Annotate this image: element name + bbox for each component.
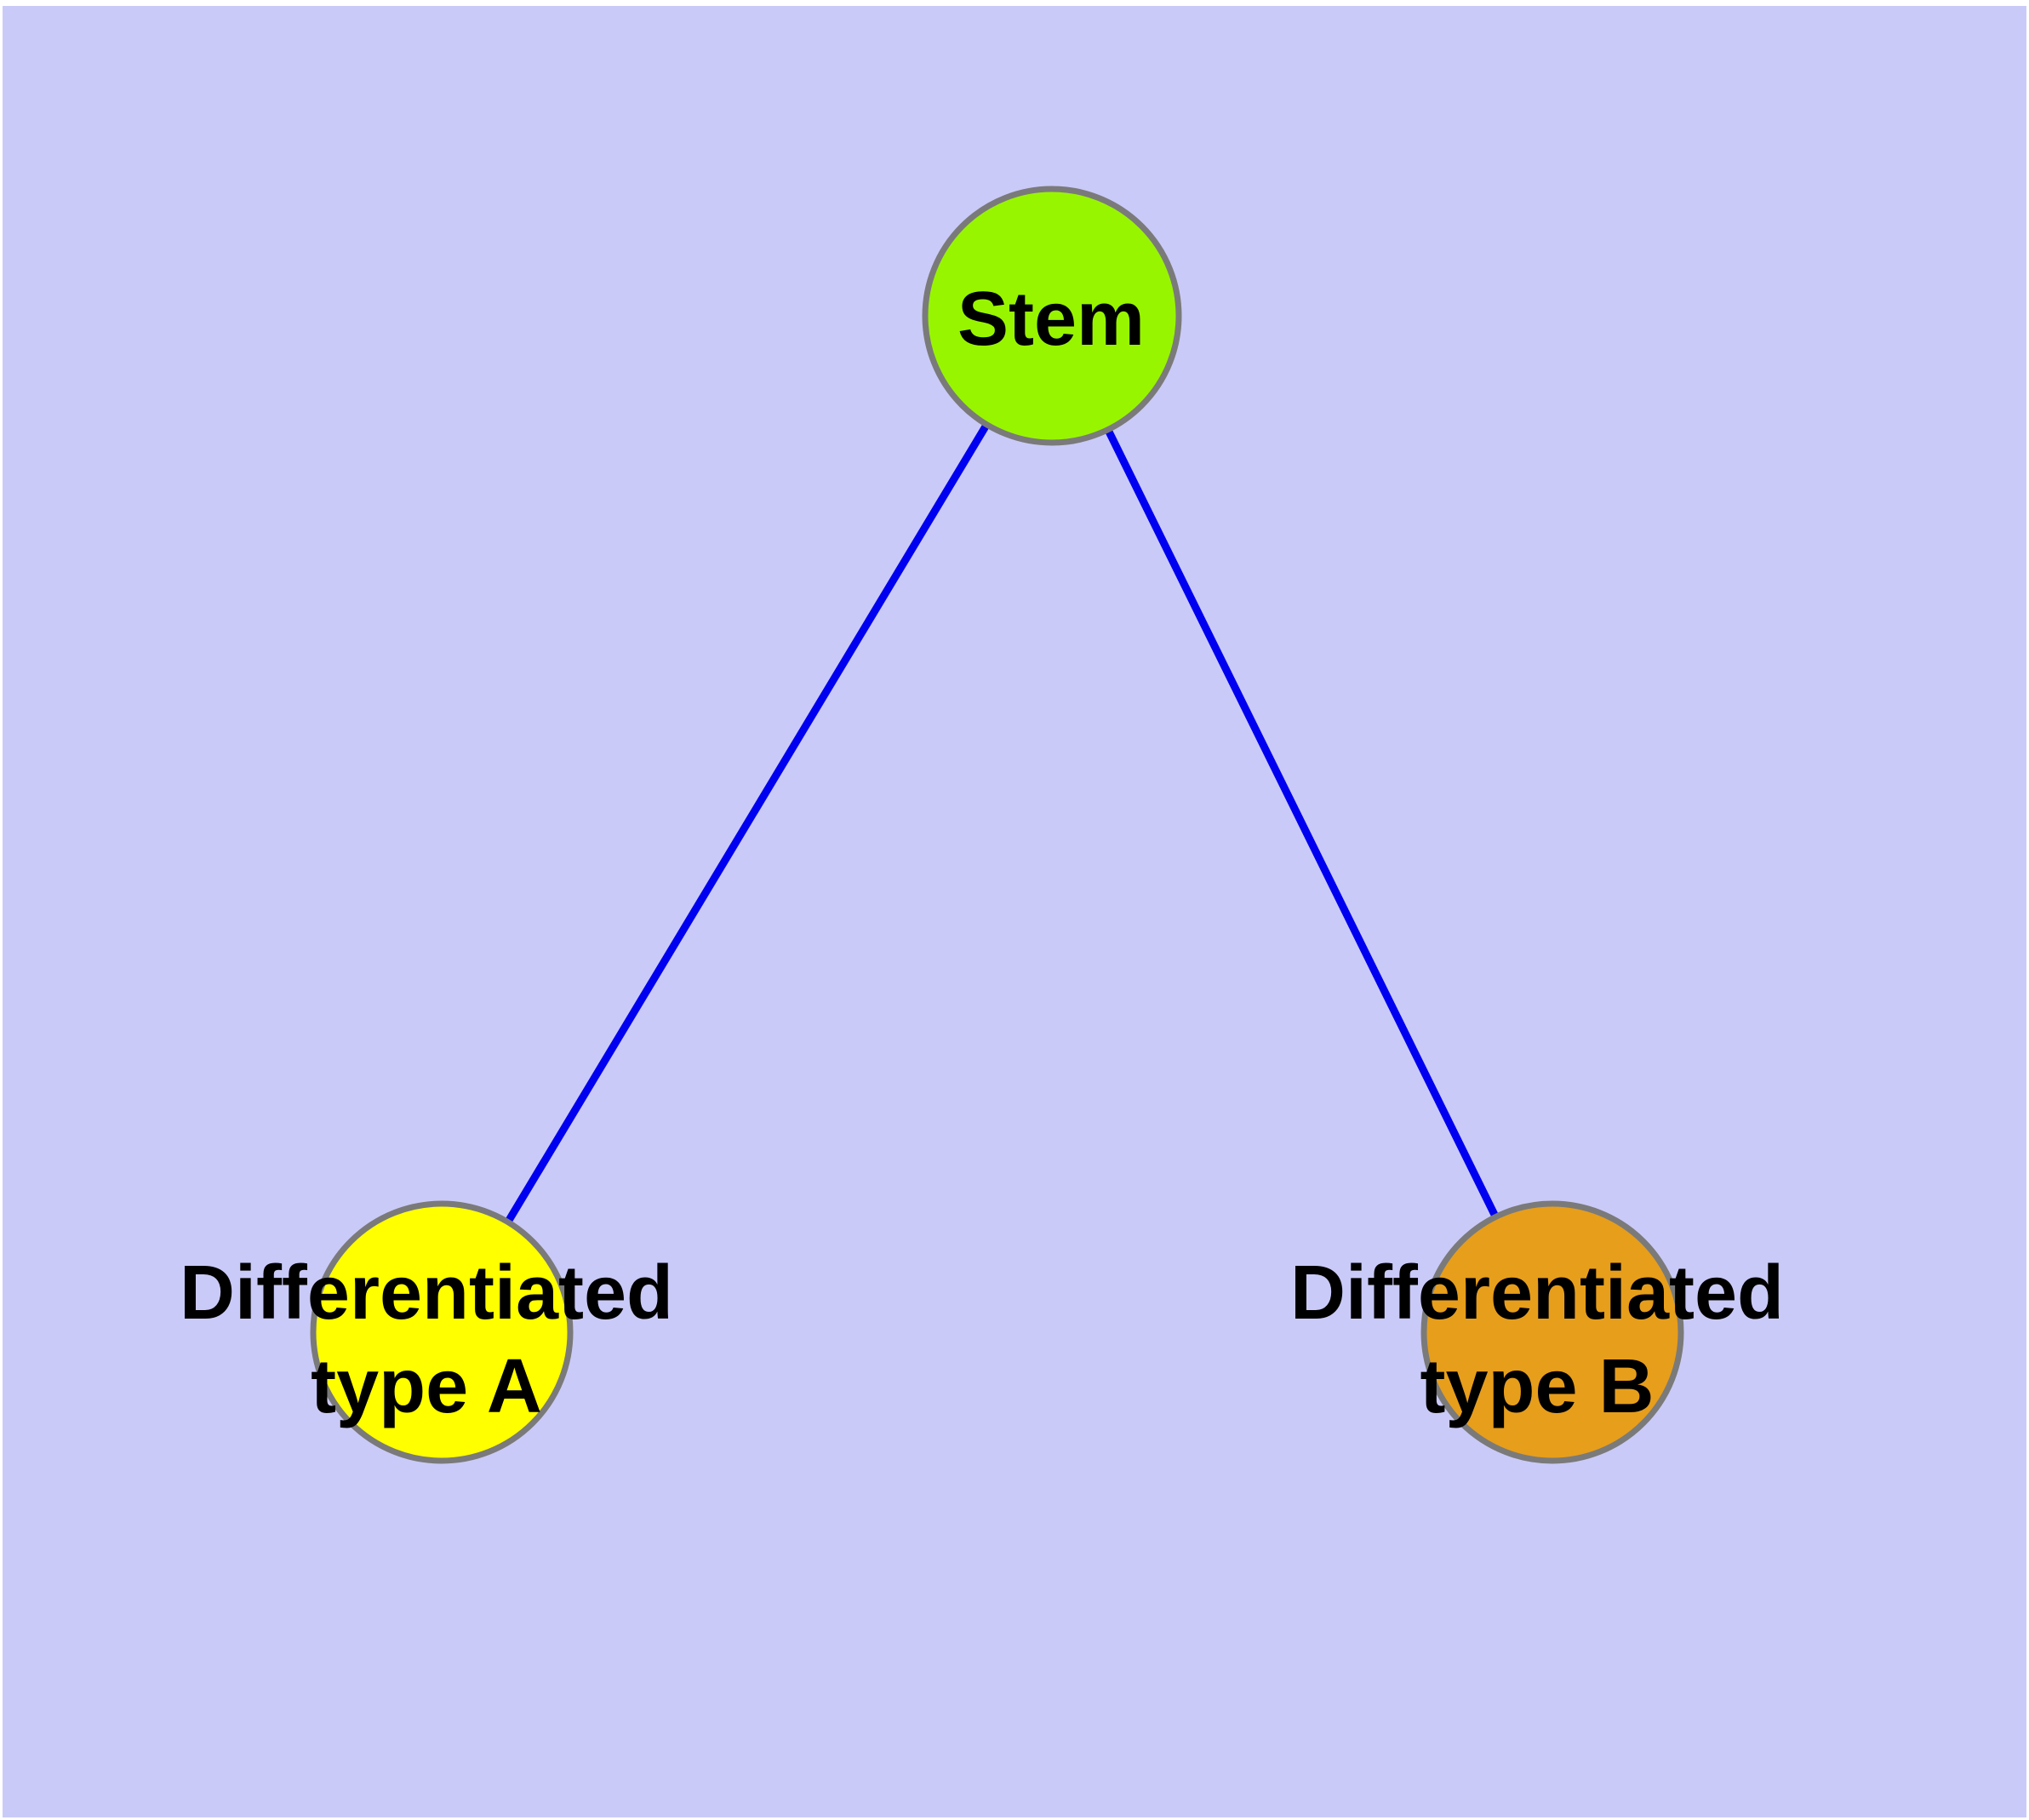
node-stem-circle (922, 186, 1182, 446)
node-differentiated-type-a: Differentiated type A (180, 1200, 673, 1464)
edge-stem-to-type-b (1048, 314, 1557, 1334)
node-differentiated-type-b-label-line1: Differentiated (1290, 1251, 1784, 1336)
node-stem: Stem (922, 186, 1182, 446)
node-differentiated-type-a-label-line2: type A (311, 1344, 542, 1429)
node-differentiated-type-a-circle (310, 1200, 574, 1464)
node-stem-label: Stem (957, 277, 1145, 362)
edge-stem-to-type-a (438, 313, 1055, 1335)
node-differentiated-type-a-label-line1: Differentiated (180, 1251, 673, 1336)
node-differentiated-type-b-circle (1420, 1200, 1684, 1464)
node-differentiated-type-b: Differentiated type B (1290, 1200, 1784, 1464)
node-differentiated-type-b-label-line2: type B (1420, 1344, 1654, 1429)
